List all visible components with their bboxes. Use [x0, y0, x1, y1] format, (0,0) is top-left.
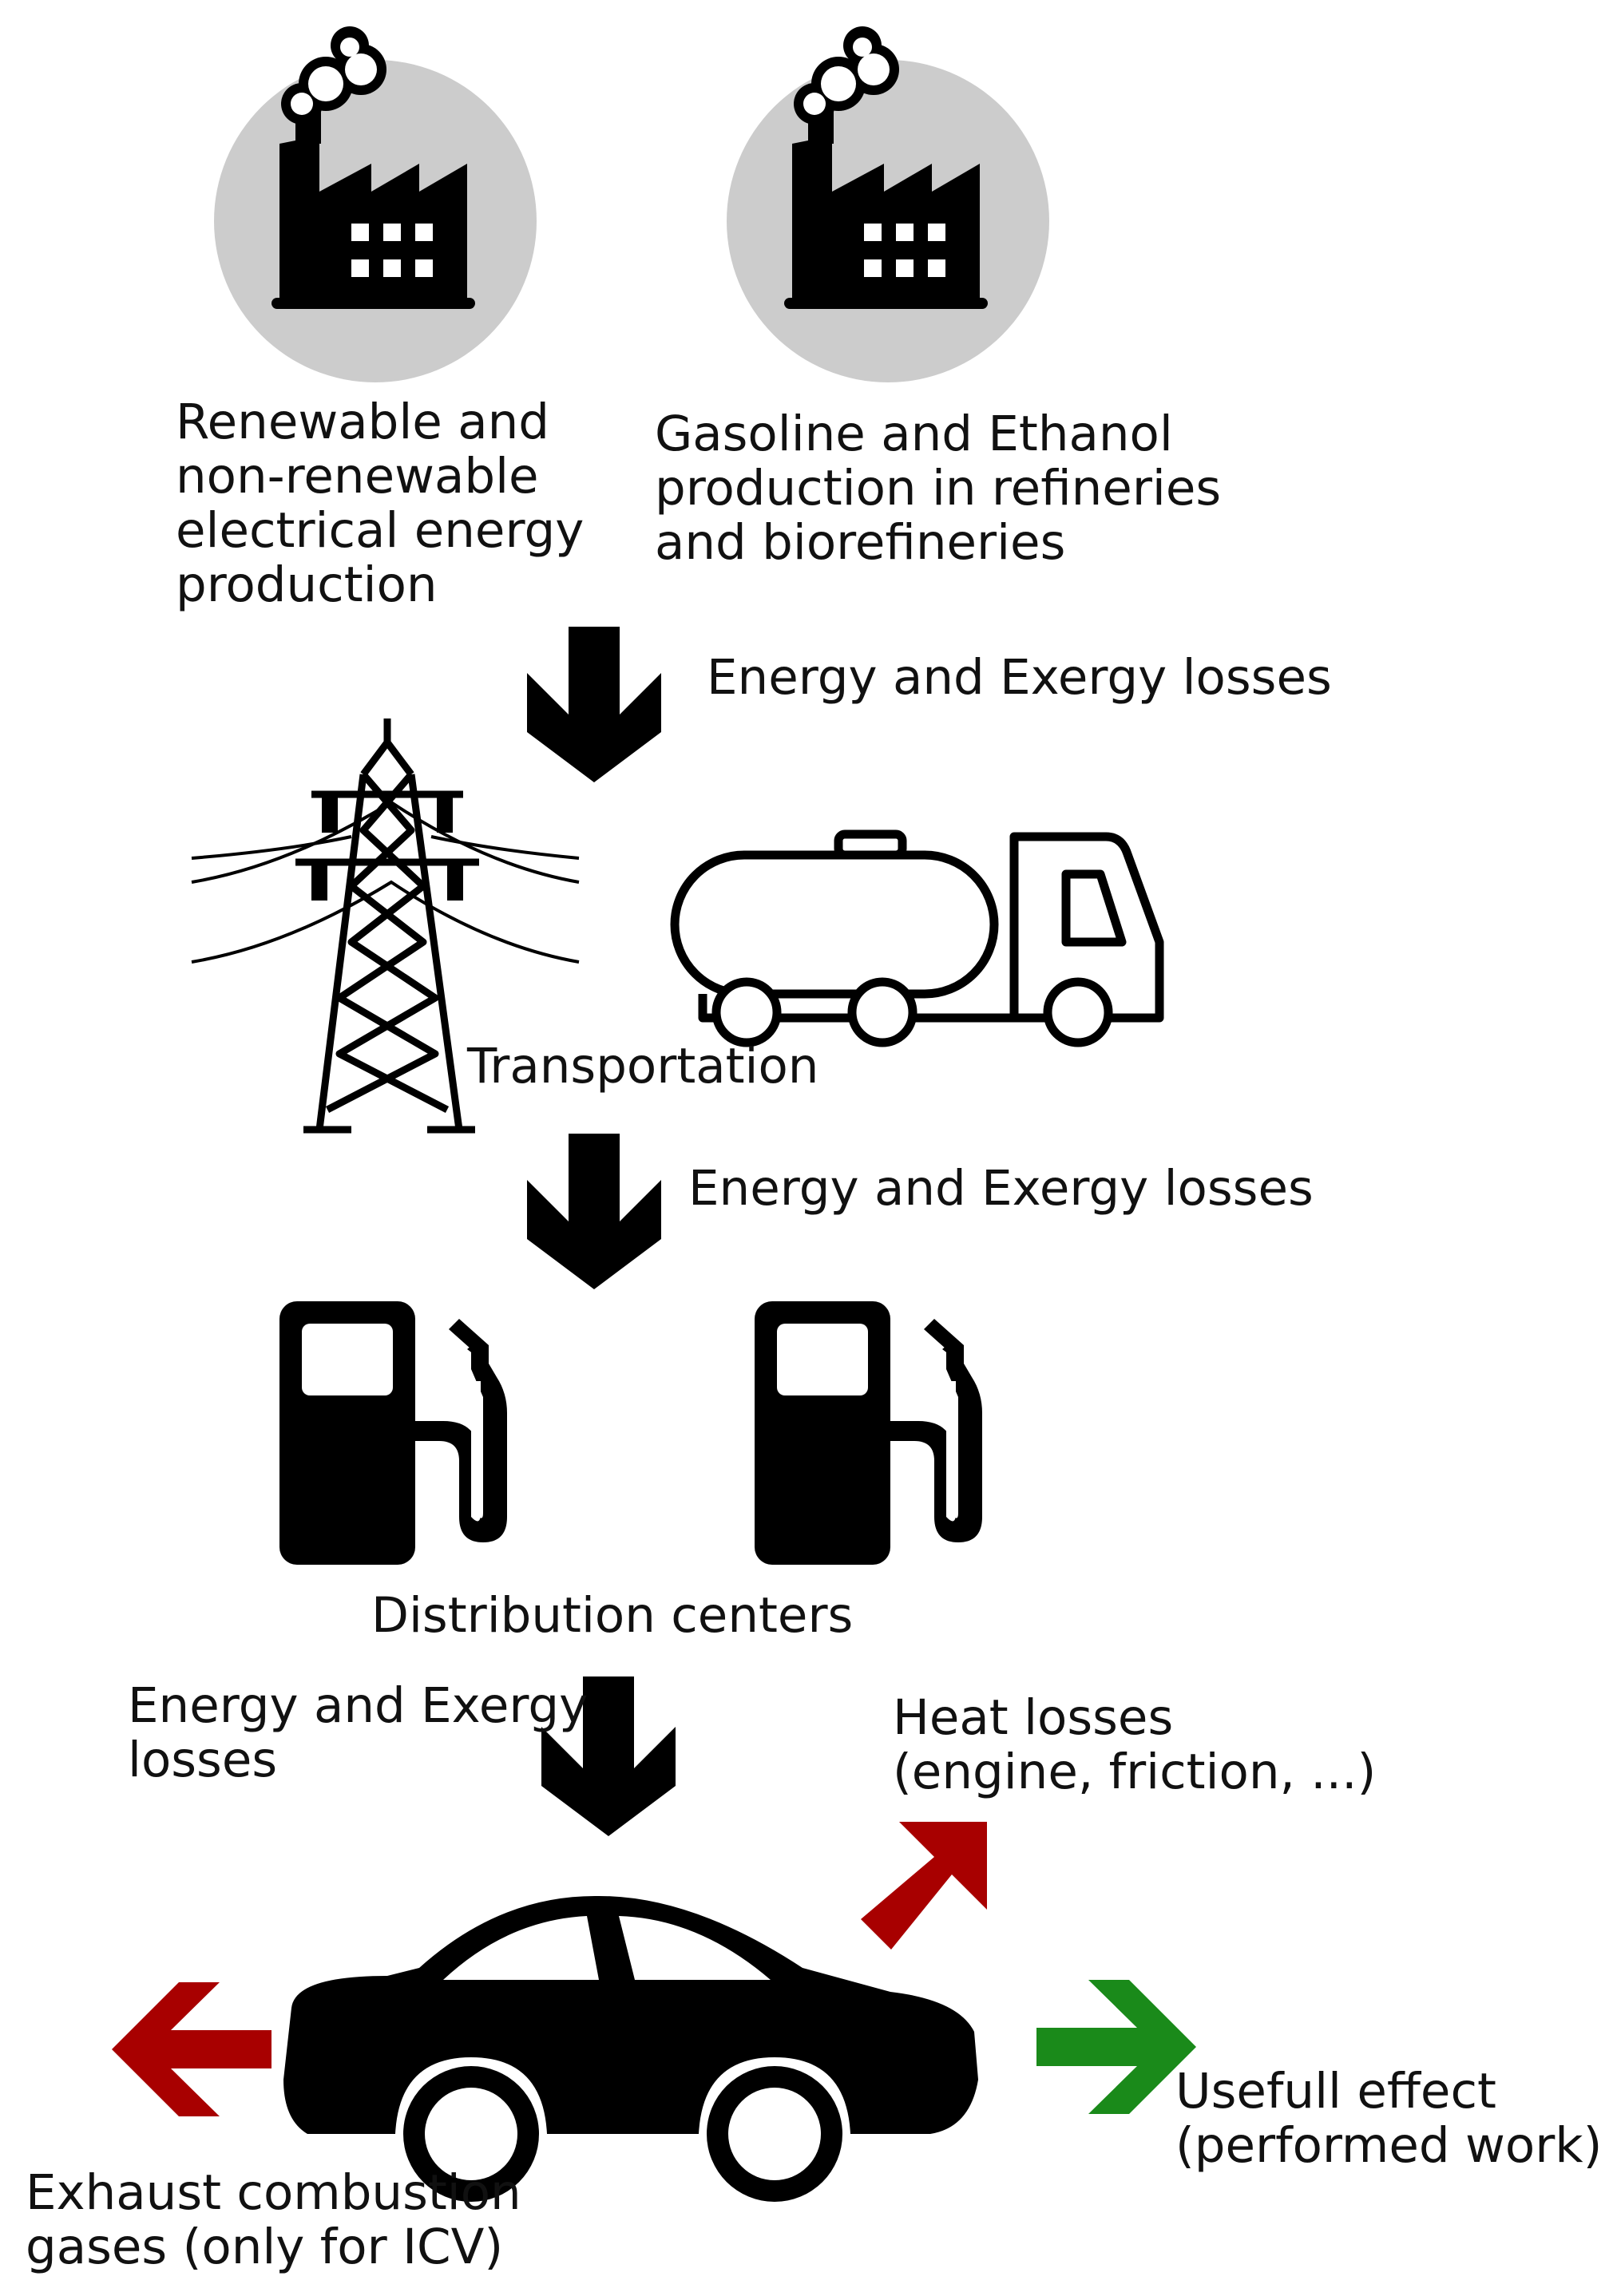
down-arrow-icon — [527, 1134, 661, 1289]
exhaust-arrow-icon — [112, 1982, 271, 2116]
loss-label-stage2: Energy and Exergy losses — [688, 1160, 1314, 1217]
heat-loss-arrow-icon — [861, 1822, 987, 1950]
car-icon — [283, 1895, 978, 2202]
fuel-pump-icon — [755, 1301, 982, 1565]
fuel-pump-icon — [279, 1301, 507, 1565]
down-arrow-icon — [527, 627, 661, 782]
transportation-label: Transportation — [467, 1038, 819, 1095]
factory-icon — [784, 26, 988, 309]
power-tower-icon — [191, 718, 580, 1134]
useful-effect-arrow-icon — [1036, 1980, 1196, 2114]
useful-effect-label: Usefull effect (performed work) — [1175, 2063, 1603, 2174]
electricity-production-label: Renewable and non-renewable electrical e… — [176, 394, 585, 613]
loss-label-stage1: Energy and Exergy losses — [707, 649, 1332, 706]
distribution-centers-label: Distribution centers — [371, 1587, 854, 1644]
exhaust-gases-label: Exhaust combustion gases (only for ICV) — [26, 2164, 521, 2275]
factory-icon — [271, 26, 475, 309]
tanker-truck-icon — [670, 829, 1164, 1047]
loss-label-stage3: Energy and Exergy losses — [128, 1677, 589, 1788]
down-arrow-icon — [541, 1676, 676, 1836]
heat-losses-label: Heat losses (engine, friction, ...) — [893, 1689, 1377, 1800]
fuel-production-label: Gasoline and Ethanol production in refin… — [655, 406, 1222, 571]
